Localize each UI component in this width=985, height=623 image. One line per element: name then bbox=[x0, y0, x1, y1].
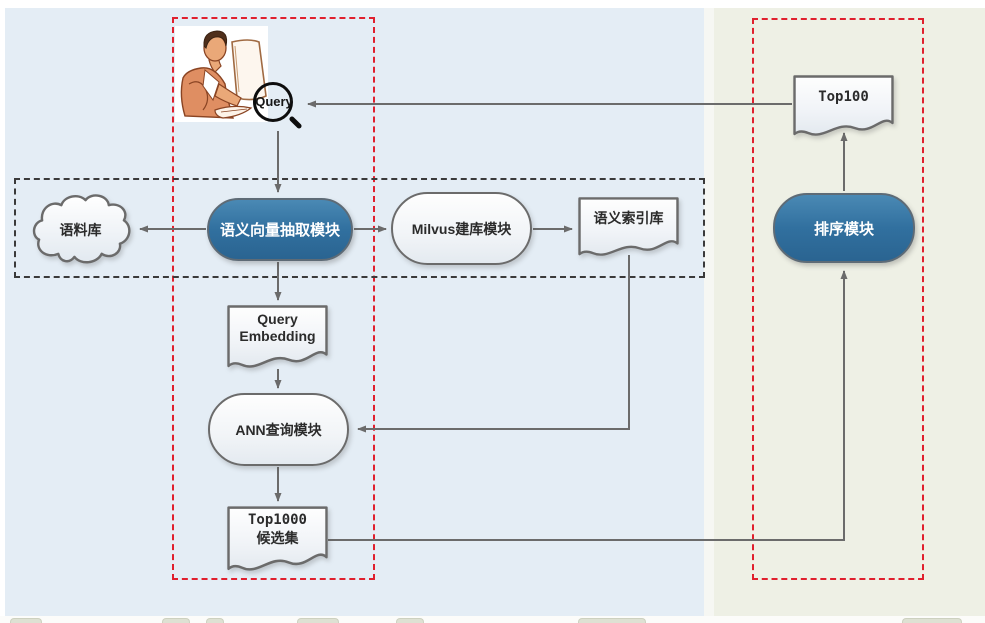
corpus-cloud: 语料库 bbox=[30, 191, 131, 268]
query-label: Query bbox=[255, 94, 293, 109]
cutoff-shape bbox=[206, 618, 224, 623]
cutoff-shape bbox=[162, 618, 190, 623]
semantic-extract-label: 语义向量抽取模块 bbox=[219, 222, 340, 239]
query-embedding-doc: Query Embedding bbox=[227, 305, 328, 369]
query-embedding-line2: Embedding bbox=[239, 328, 316, 345]
query-embedding-line1: Query bbox=[257, 310, 298, 327]
ranking-label: 排序模块 bbox=[813, 220, 874, 238]
person-at-computer-image bbox=[175, 26, 268, 122]
corpus-label: 语料库 bbox=[59, 221, 102, 238]
semantic-extract-module: 语义向量抽取模块 bbox=[207, 198, 353, 261]
milvus-build-module: Milvus建库模块 bbox=[391, 192, 532, 265]
cutoff-shape bbox=[578, 618, 646, 623]
top1000-line2: 候选集 bbox=[256, 529, 299, 546]
cutoff-shape bbox=[297, 618, 339, 623]
panel-separator bbox=[704, 8, 714, 616]
ann-query-module: ANN查询模块 bbox=[208, 393, 349, 466]
cutoff-shape bbox=[396, 618, 424, 623]
semantic-index-label: 语义索引库 bbox=[593, 209, 664, 226]
bottom-edge-strip bbox=[0, 616, 985, 623]
semantic-index-doc: 语义索引库 bbox=[578, 197, 679, 257]
milvus-build-label: Milvus建库模块 bbox=[411, 220, 512, 237]
top1000-label: Top1000 候选集 bbox=[227, 506, 328, 554]
ann-query-label: ANN查询模块 bbox=[235, 421, 322, 438]
cutoff-shape bbox=[902, 618, 962, 623]
cutoff-shape bbox=[10, 618, 42, 623]
top1000-doc: Top1000 候选集 bbox=[227, 506, 328, 572]
query-embedding-label: Query Embedding bbox=[227, 305, 328, 351]
top100-doc: Top100 bbox=[793, 75, 894, 137]
magnifier-icon bbox=[253, 82, 293, 122]
ranking-module: 排序模块 bbox=[773, 193, 915, 263]
top1000-line1: Top1000 bbox=[247, 512, 307, 529]
top100-label: Top100 bbox=[818, 88, 869, 105]
